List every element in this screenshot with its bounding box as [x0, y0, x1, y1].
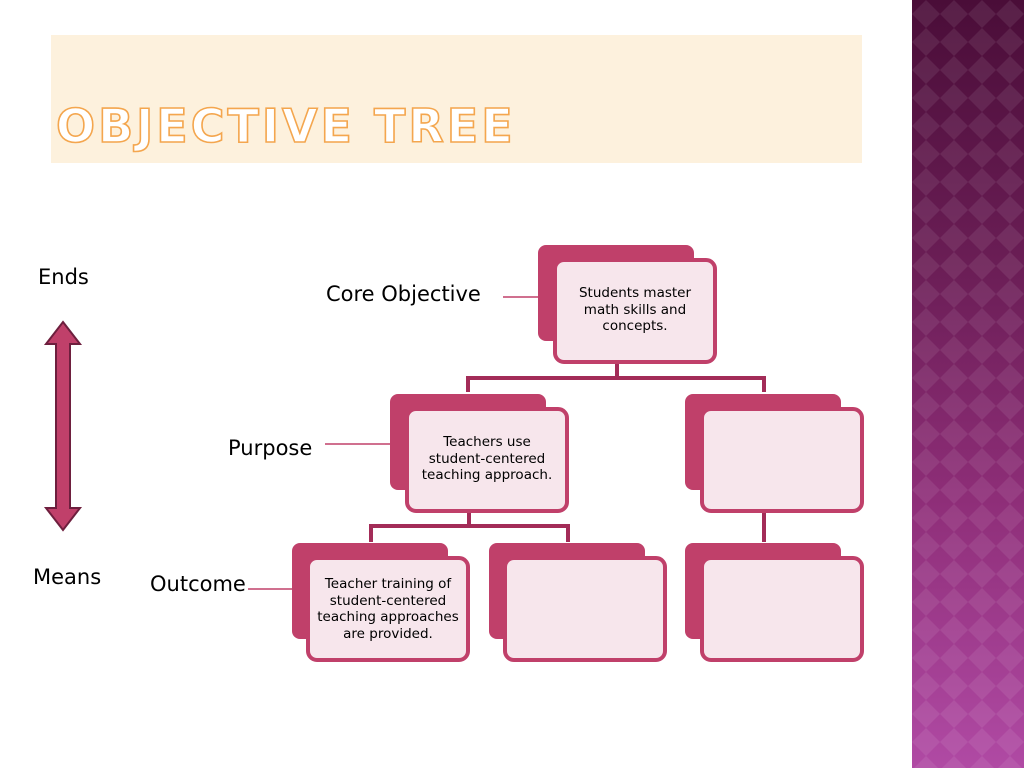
level-label-core-objective: Core Objective	[326, 282, 481, 306]
node-core: Students master math skills and concepts…	[563, 270, 707, 350]
node-outcome-1: Teacher training of student-centered tea…	[314, 567, 462, 651]
node-outcome-2-box	[489, 543, 667, 662]
node-outcome-2	[513, 568, 657, 648]
node-outcome-3-box	[685, 543, 864, 662]
ends-means-double-arrow-icon	[43, 320, 83, 532]
node-outcome-1-box	[292, 543, 470, 662]
means-label: Means	[33, 565, 102, 589]
node-core-box	[538, 245, 717, 364]
ends-label: Ends	[38, 265, 89, 289]
page-title: Objective Tree	[55, 99, 516, 153]
title-bar	[51, 35, 862, 163]
node-outcome-1-text: Teacher training of student-centered tea…	[317, 576, 459, 642]
diamond-pattern	[912, 0, 1024, 768]
node-purpose-2-box	[685, 394, 864, 513]
node-purpose-1: Teachers use student-centered teaching a…	[415, 419, 559, 499]
level-label-purpose: Purpose	[228, 436, 313, 460]
node-purpose-1-text: Teachers use student-centered teaching a…	[421, 434, 553, 484]
node-outcome-3	[710, 568, 854, 648]
side-decoration-band	[912, 0, 1024, 768]
node-purpose-1-box	[390, 394, 569, 513]
node-purpose-2	[710, 419, 854, 499]
node-core-text: Students master math skills and concepts…	[578, 285, 692, 335]
level-label-outcome: Outcome	[150, 572, 246, 596]
